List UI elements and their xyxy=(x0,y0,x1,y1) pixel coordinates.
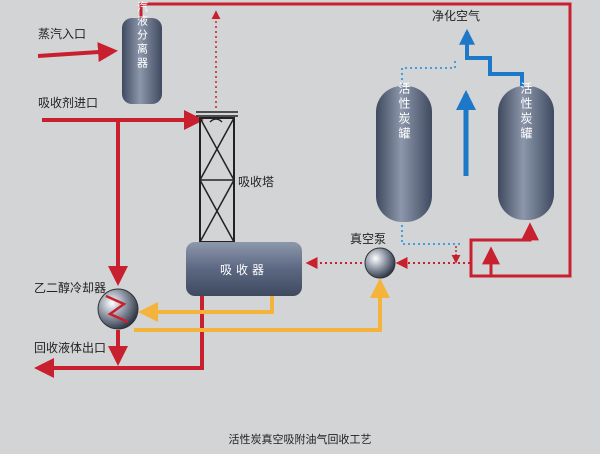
absorbent-inlet-label: 吸收剂进口 xyxy=(38,95,98,110)
vacuum-pump-label: 真空泵 xyxy=(350,232,386,246)
clean-air-solid-line xyxy=(459,28,524,86)
clean-air-label: 净化空气 xyxy=(432,8,480,23)
carbon-tank-left xyxy=(376,86,432,222)
liquid-outlet-label: 回收液体出口 xyxy=(34,340,106,355)
liquid-outlet-line xyxy=(34,296,204,378)
glycol-cooler-icon xyxy=(97,288,139,330)
pump-to-cooler-line xyxy=(134,278,390,332)
steam-inlet-arrow xyxy=(37,42,118,63)
separator-label: 汽液分离器 xyxy=(136,0,149,71)
clean-air-dotted-line xyxy=(401,58,456,90)
steam-inlet-label: 蒸汽入口 xyxy=(38,26,86,41)
vacuum-pump-icon xyxy=(364,247,396,279)
carbon-tank-right-label: 活性炭罐 xyxy=(519,82,533,142)
tank-bottom-dotted-line xyxy=(401,220,462,245)
absorber-label: 吸收器 xyxy=(220,263,268,277)
carbon-tank-right xyxy=(498,86,554,220)
absorber-vessel xyxy=(186,242,302,296)
glycol-cooler-label: 乙二醇冷却器 xyxy=(34,280,106,295)
carbon-tank-left-label: 活性炭罐 xyxy=(397,82,411,142)
separator-vessel xyxy=(122,18,162,104)
recycle-loop-line xyxy=(139,2,572,278)
absorption-tower xyxy=(196,111,238,243)
tower-label: 吸收塔 xyxy=(238,175,274,189)
absorber-to-cooler-line xyxy=(138,296,274,322)
diagram-caption: 活性炭真空吸附油气回收工艺 xyxy=(229,432,372,446)
